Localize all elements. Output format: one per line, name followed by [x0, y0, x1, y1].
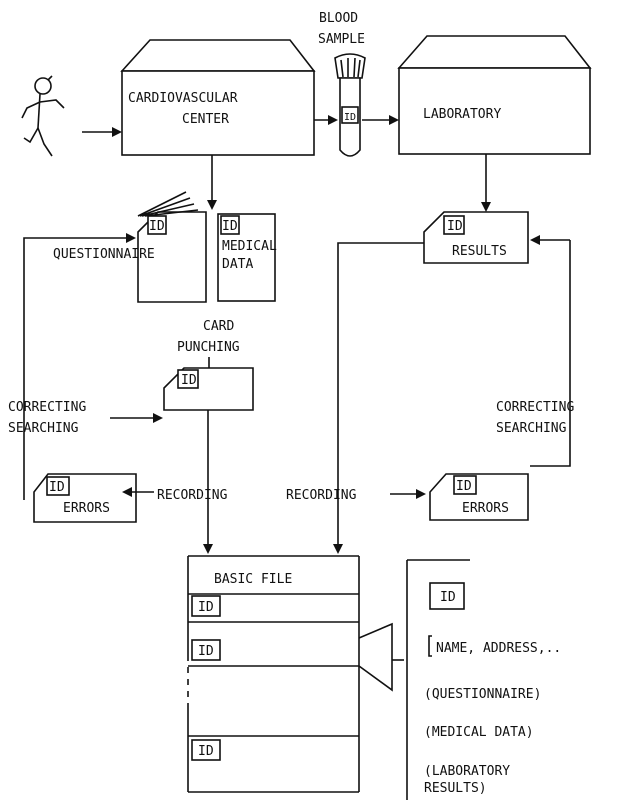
arrowhead-icon	[481, 202, 491, 212]
arrowhead-icon	[153, 413, 163, 423]
legend-name-address: NAME, ADDRESS,..	[436, 641, 561, 656]
arrowhead-icon	[530, 235, 540, 245]
arrowhead-icon	[207, 200, 217, 210]
blood-sample-line1: BLOOD	[319, 11, 358, 26]
basic-file: BASIC FILE ID ID ID	[188, 556, 359, 792]
laboratory-label: LABORATORY	[423, 107, 501, 122]
arrowhead-icon	[112, 127, 122, 137]
searching-left: SEARCHING	[8, 421, 79, 436]
questionnaire-label: QUESTIONNAIRE	[53, 247, 155, 262]
searching-right: SEARCHING	[496, 421, 567, 436]
recording-right: RECORDING	[286, 488, 357, 503]
right-errors-label: ERRORS	[462, 501, 509, 516]
arrowhead-icon	[389, 115, 399, 125]
recording-left: RECORDING	[157, 488, 228, 503]
arrowhead-icon	[328, 115, 338, 125]
legend-id: ID	[440, 590, 456, 605]
arrowhead-icon	[203, 544, 213, 554]
left-errors-label: ERRORS	[63, 501, 110, 516]
right-errors-card: ID ERRORS	[430, 474, 528, 520]
medical-data-id: ID	[222, 219, 238, 234]
questionnaire-id: ID	[149, 219, 165, 234]
basic-file-id-3: ID	[198, 744, 214, 759]
legend-results: RESULTS)	[424, 781, 487, 796]
legend-laboratory: (LABORATORY	[424, 764, 510, 779]
laboratory-box: LABORATORY	[399, 36, 590, 154]
basic-file-id-1: ID	[198, 600, 214, 615]
results-id: ID	[447, 219, 463, 234]
medical-data-card: ID MEDICAL DATA	[218, 214, 277, 301]
basic-file-id-2: ID	[198, 644, 214, 659]
medical-data-line2: DATA	[222, 257, 253, 272]
results-card: ID RESULTS	[424, 212, 528, 263]
arrowhead-icon	[333, 544, 343, 554]
basic-file-legend: ID NAME, ADDRESS,.. (QUESTIONNAIRE) (MED…	[424, 583, 561, 796]
correcting-left: CORRECTING	[8, 400, 86, 415]
legend-medical-data: (MEDICAL DATA)	[424, 725, 534, 740]
questionnaire-card: ID QUESTIONNAIRE	[53, 192, 206, 302]
results-label: RESULTS	[452, 244, 507, 259]
tube-id-label: ID	[344, 112, 356, 123]
cardiovascular-center-box: CARDIOVASCULAR CENTER	[122, 40, 314, 155]
arrowhead-icon	[126, 233, 136, 243]
card-punching-line2: PUNCHING	[177, 340, 240, 355]
cardio-center-line2: CENTER	[182, 112, 229, 127]
arrowhead-icon	[416, 489, 426, 499]
legend-questionnaire: (QUESTIONNAIRE)	[424, 687, 541, 702]
punched-card: ID	[164, 368, 253, 410]
left-errors-card: ID ERRORS	[34, 474, 136, 522]
cardio-center-line1: CARDIOVASCULAR	[128, 91, 238, 106]
left-errors-id: ID	[49, 480, 65, 495]
patient-figure-icon	[22, 76, 64, 156]
blood-tube-icon: ID	[335, 54, 365, 156]
correcting-right: CORRECTING	[496, 400, 574, 415]
basic-file-title: BASIC FILE	[214, 572, 292, 587]
medical-data-line1: MEDICAL	[222, 239, 277, 254]
right-errors-id: ID	[456, 479, 472, 494]
record-expansion-connector	[359, 624, 392, 690]
punched-card-id: ID	[181, 373, 197, 388]
left-feedback-line	[24, 238, 130, 500]
blood-sample-line2: SAMPLE	[318, 32, 365, 47]
card-punching-line1: CARD	[203, 319, 234, 334]
